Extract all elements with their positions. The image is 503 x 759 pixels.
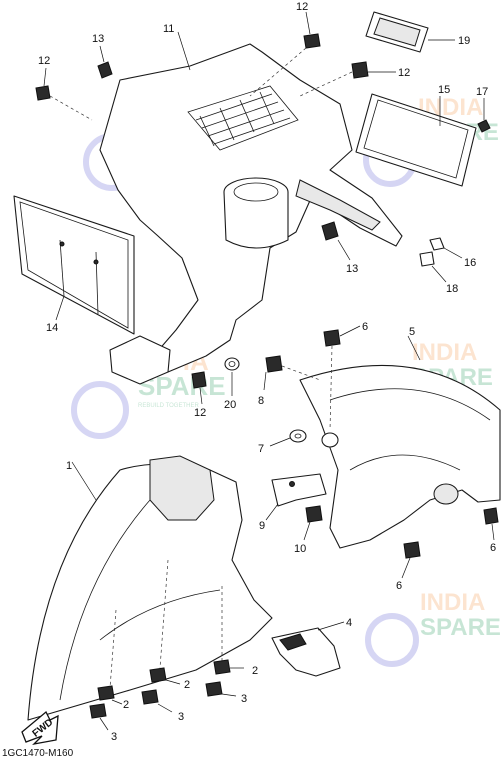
callout-10: 10 — [294, 543, 306, 555]
callout-12a: 12 — [38, 55, 50, 67]
callout-7: 7 — [258, 443, 264, 455]
callout-1: 1 — [66, 460, 72, 472]
callout-9: 9 — [259, 520, 265, 532]
part-2-nut-2 — [149, 667, 181, 685]
callout-14: 14 — [46, 322, 58, 334]
part-3-screw-1 — [89, 703, 109, 731]
callout-12c: 12 — [398, 67, 410, 79]
callout-6c: 6 — [396, 580, 402, 592]
fwd-arrow: FWD — [21, 710, 59, 746]
diagram-code: 1GC1470-M160 — [2, 748, 74, 759]
callout-11: 11 — [163, 23, 174, 35]
part-11-rear-fender — [99, 31, 403, 385]
part-6-bolt-top — [323, 325, 361, 431]
part-9-stay — [265, 473, 327, 521]
callout-12b: 12 — [296, 1, 308, 13]
watermark-india-4: INDIA — [412, 339, 477, 366]
callout-13b: 13 — [346, 263, 358, 275]
callout-3b: 3 — [178, 711, 184, 723]
part-18-nut — [419, 251, 447, 283]
callout-3a: 3 — [111, 731, 117, 743]
callout-17: 17 — [476, 86, 488, 98]
part-10-bolt — [303, 505, 323, 541]
part-12-bolt-bottom — [191, 371, 207, 405]
part-17-screw — [477, 98, 491, 133]
part-13-clip-right — [321, 221, 351, 261]
part-12-bolt-right — [299, 61, 396, 97]
vent-slats — [195, 91, 291, 147]
callout-20: 20 — [224, 399, 236, 411]
callout-13a: 13 — [92, 33, 104, 45]
callout-2c: 2 — [252, 665, 258, 677]
part-15-plate-bracket — [355, 93, 477, 187]
part-14-inner-plate — [13, 195, 135, 335]
part-6-bolt-right — [483, 507, 499, 541]
callout-labels: 1 2 2 2 3 3 3 4 5 6 6 6 7 8 9 10 11 12 1… — [38, 1, 496, 743]
callout-12d: 12 — [194, 407, 206, 419]
part-7-washer — [269, 429, 307, 447]
callout-4: 4 — [346, 617, 352, 629]
watermark-logo-6: INDIA SPARE — [365, 589, 501, 667]
part-12-bolt-topleft — [35, 67, 93, 121]
part-8-bolt — [263, 355, 321, 391]
part-19-reflector — [365, 11, 455, 53]
part-2-nut-1 — [97, 685, 123, 705]
callout-2a: 2 — [123, 699, 129, 711]
part-6-bolt-bottom — [401, 541, 421, 579]
watermark-tagline-3: REBUILD TOGETHER — [138, 403, 199, 409]
part-16-grommet — [429, 237, 463, 259]
callout-15: 15 — [438, 84, 450, 96]
watermark-spare-6: SPARE — [420, 614, 501, 641]
watermark-india-6: INDIA — [420, 589, 485, 616]
callout-8: 8 — [258, 395, 264, 407]
part-1-front-fender — [27, 455, 273, 721]
part-5-rear-mudguard — [299, 335, 501, 549]
callout-5: 5 — [409, 326, 415, 338]
callout-18: 18 — [446, 283, 458, 295]
part-12-bolt-top — [249, 11, 321, 97]
part-20-washer — [224, 357, 240, 396]
part-13-clip-left — [97, 45, 113, 79]
callout-19: 19 — [458, 35, 470, 47]
part-3-screw-3 — [205, 681, 237, 697]
callout-2b: 2 — [184, 679, 190, 691]
part-3-screw-2 — [141, 689, 173, 713]
part-2-nut-3 — [213, 659, 244, 675]
callout-6b: 6 — [490, 542, 496, 554]
part-4-fender-extension — [271, 621, 345, 677]
callout-16: 16 — [464, 257, 476, 269]
callout-6a: 6 — [362, 321, 368, 333]
callout-3c: 3 — [241, 693, 247, 705]
